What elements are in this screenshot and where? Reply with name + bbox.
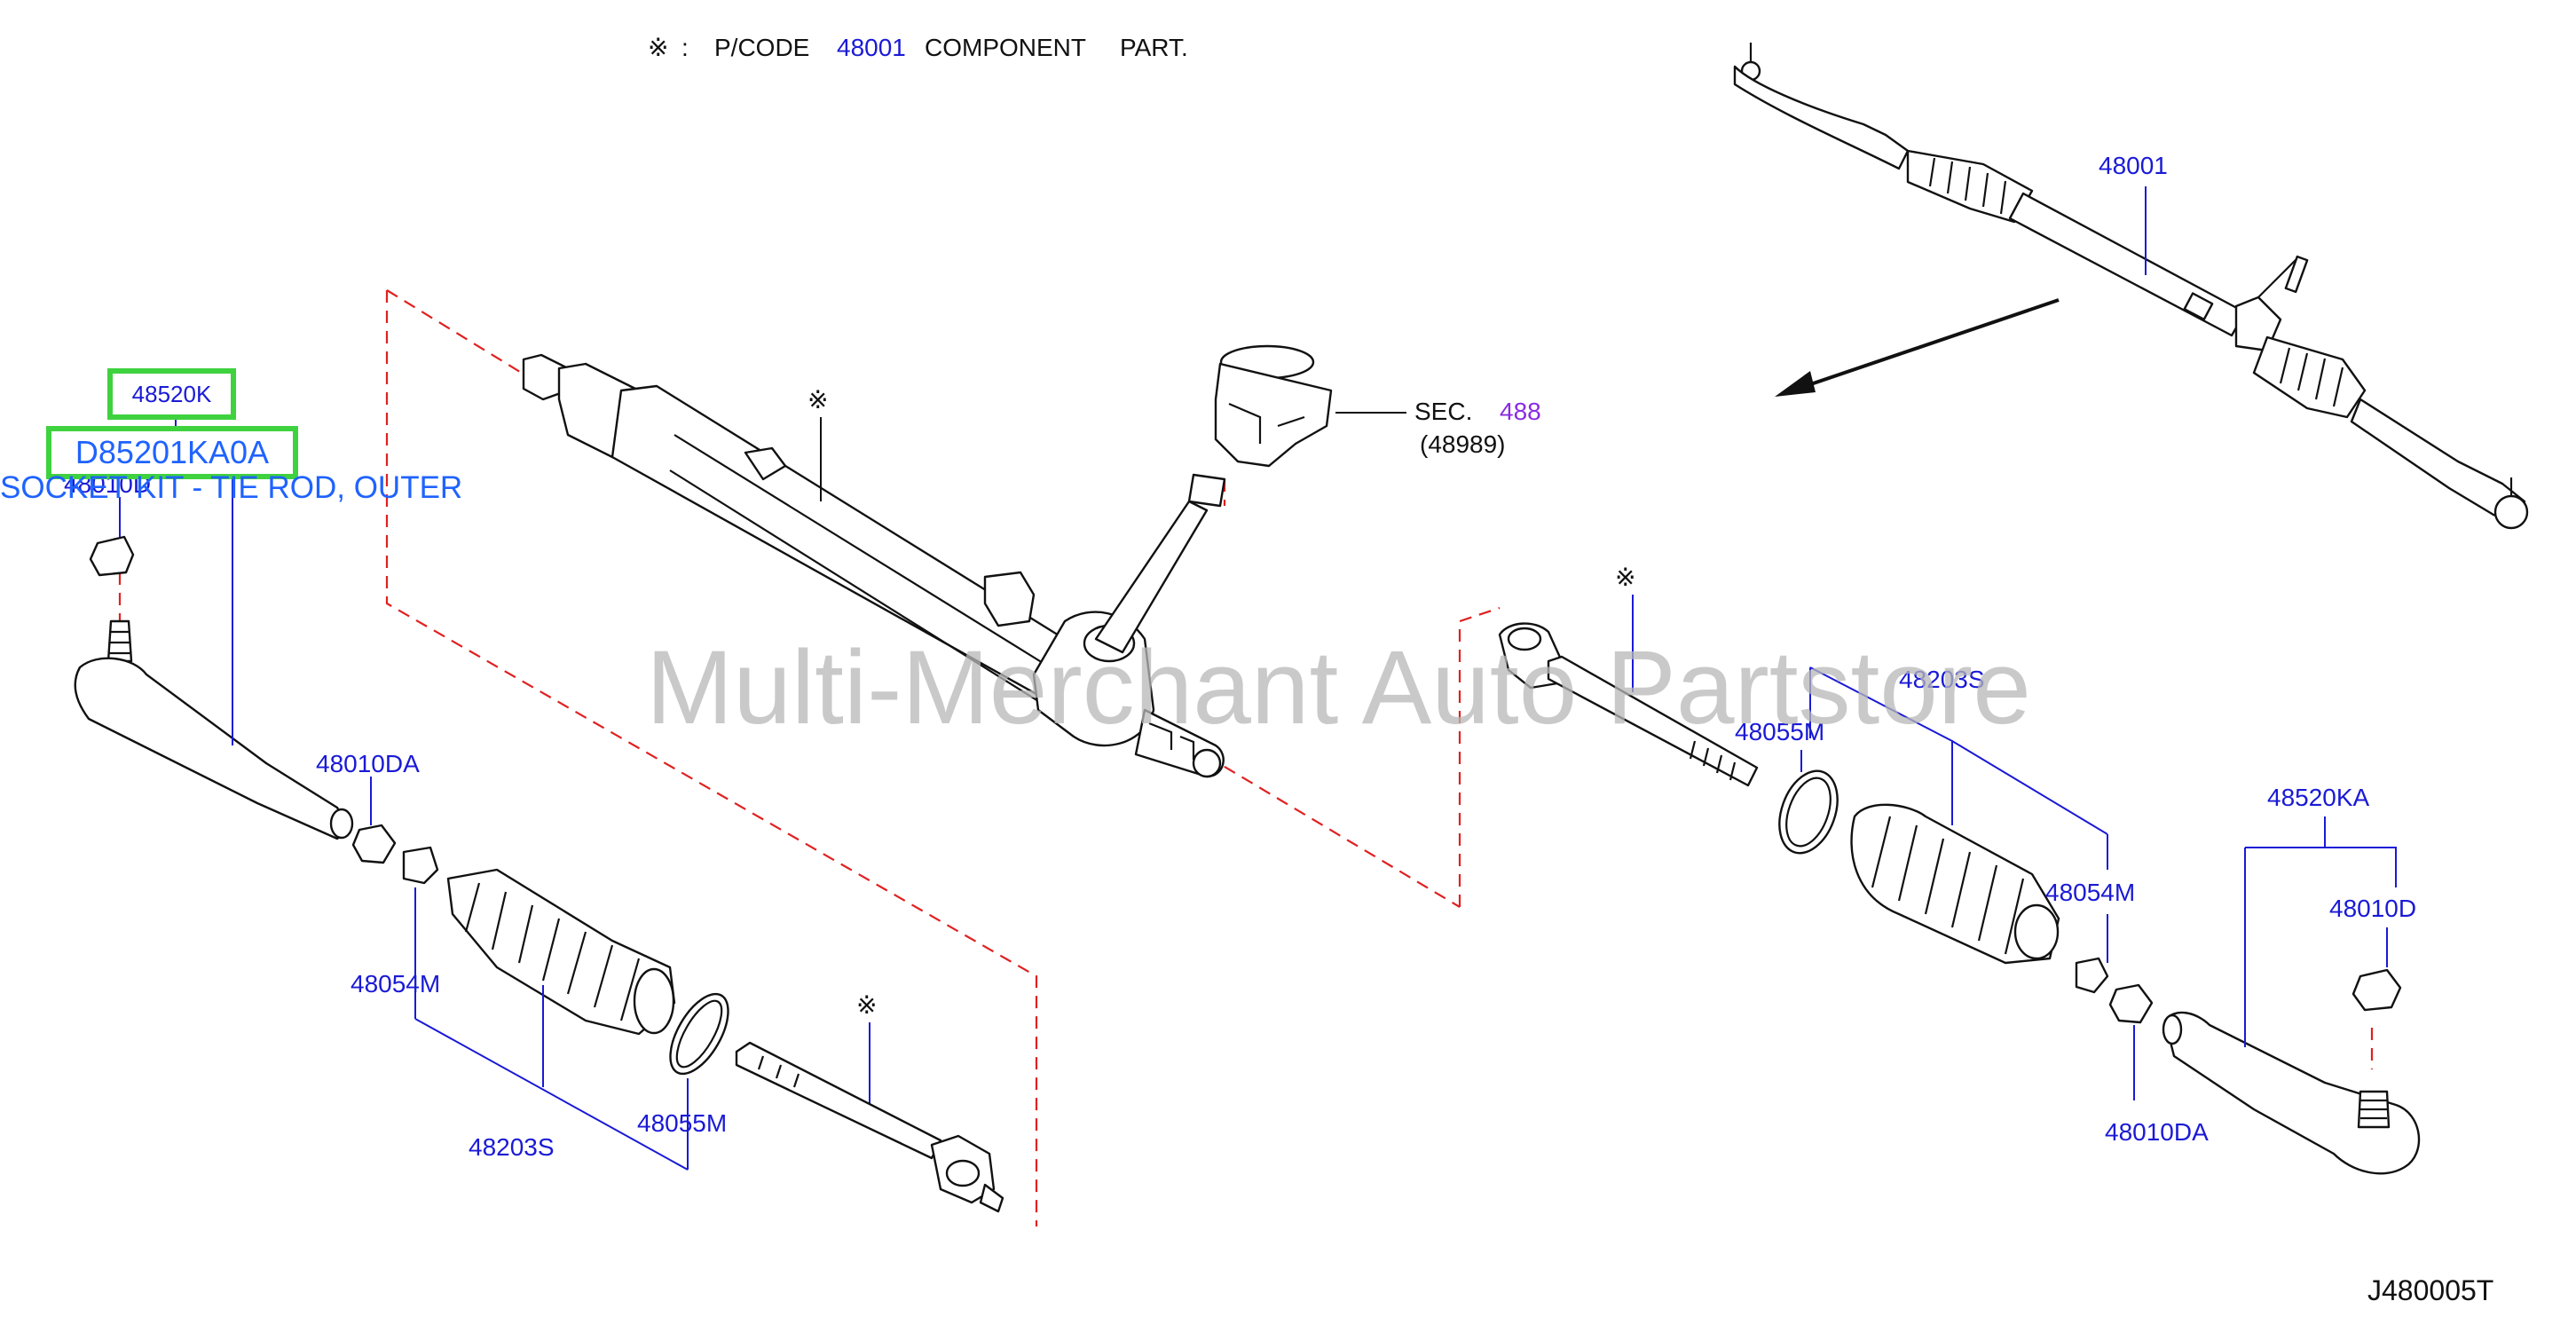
section-number-link[interactable]: 488 — [1500, 398, 1541, 425]
header-part-label: PART. — [1120, 34, 1188, 61]
section-reference: SEC. 488 (48989) — [1335, 398, 1541, 458]
component-markers: ※ ※ ※ — [807, 386, 1635, 1114]
highlight-description[interactable]: SOCKET KIT - TIE ROD, OUTER — [0, 470, 463, 505]
left-inner-tie-rod[interactable] — [735, 1041, 1004, 1213]
phantom-outline-right — [118, 479, 2374, 1069]
callout-right-48203S[interactable]: 48203S — [1899, 666, 1985, 693]
callouts: 48010D 48010DA 48054M 48203S 48055M 4805… — [64, 417, 2416, 1171]
callout-left-48010DA[interactable]: 48010DA — [316, 750, 420, 777]
assembly-overview: 48001 — [1733, 43, 2529, 530]
header-note: ※ : P/CODE 48001 COMPONENT PART. — [648, 34, 1188, 61]
phantom-outline-left — [385, 289, 1461, 1226]
callout-left-48055M[interactable]: 48055M — [637, 1109, 727, 1137]
callout-48001[interactable]: 48001 — [2099, 152, 2168, 179]
header-symbol: ※ — [648, 34, 668, 61]
left-outer-tie-rod-end[interactable] — [74, 535, 354, 840]
callout-left-48054M[interactable]: 48054M — [351, 970, 440, 998]
right-jam-nut[interactable] — [2108, 983, 2154, 1024]
left-ring[interactable] — [658, 985, 740, 1084]
left-clamp[interactable] — [402, 846, 439, 885]
highlight-sku[interactable]: D85201KA0A — [46, 426, 298, 479]
steering-gear-housing — [522, 353, 1226, 778]
callout-right-48520KA[interactable]: 48520KA — [2267, 784, 2370, 811]
marker-gear: ※ — [807, 386, 828, 414]
header-separator: : — [681, 34, 689, 61]
right-clamp[interactable] — [2075, 957, 2109, 994]
marker-inner-left: ※ — [856, 991, 877, 1019]
right-ring[interactable] — [1769, 763, 1847, 862]
right-outer-tie-rod-end[interactable] — [2162, 1011, 2421, 1175]
watermark: Multi-Merchant Auto Partstore — [646, 629, 2031, 746]
steering-seal-cover — [1214, 344, 1333, 468]
direction-arrow — [1775, 298, 2060, 397]
section-sec-label: SEC. — [1414, 398, 1472, 425]
callout-left-48203S[interactable]: 48203S — [469, 1133, 555, 1161]
highlight-part-number[interactable]: 48520K — [107, 368, 236, 420]
callout-right-48010D[interactable]: 48010D — [2329, 895, 2416, 922]
left-boot[interactable] — [446, 868, 676, 1036]
callout-right-48010DA[interactable]: 48010DA — [2105, 1118, 2209, 1146]
header-component-label: COMPONENT — [925, 34, 1086, 61]
drawing-code: J480005T — [2367, 1274, 2493, 1306]
header-pcode-label: P/CODE — [714, 34, 809, 61]
callout-right-48054M[interactable]: 48054M — [2045, 879, 2135, 906]
marker-inner-right: ※ — [1615, 564, 1635, 591]
header-pcode-value[interactable]: 48001 — [837, 34, 906, 61]
right-nut[interactable] — [2351, 968, 2402, 1012]
section-subcode: (48989) — [1420, 430, 1506, 458]
left-jam-nut[interactable] — [351, 824, 397, 864]
right-boot[interactable] — [1850, 803, 2060, 965]
right-inner-tie-rod[interactable] — [1498, 622, 1759, 787]
